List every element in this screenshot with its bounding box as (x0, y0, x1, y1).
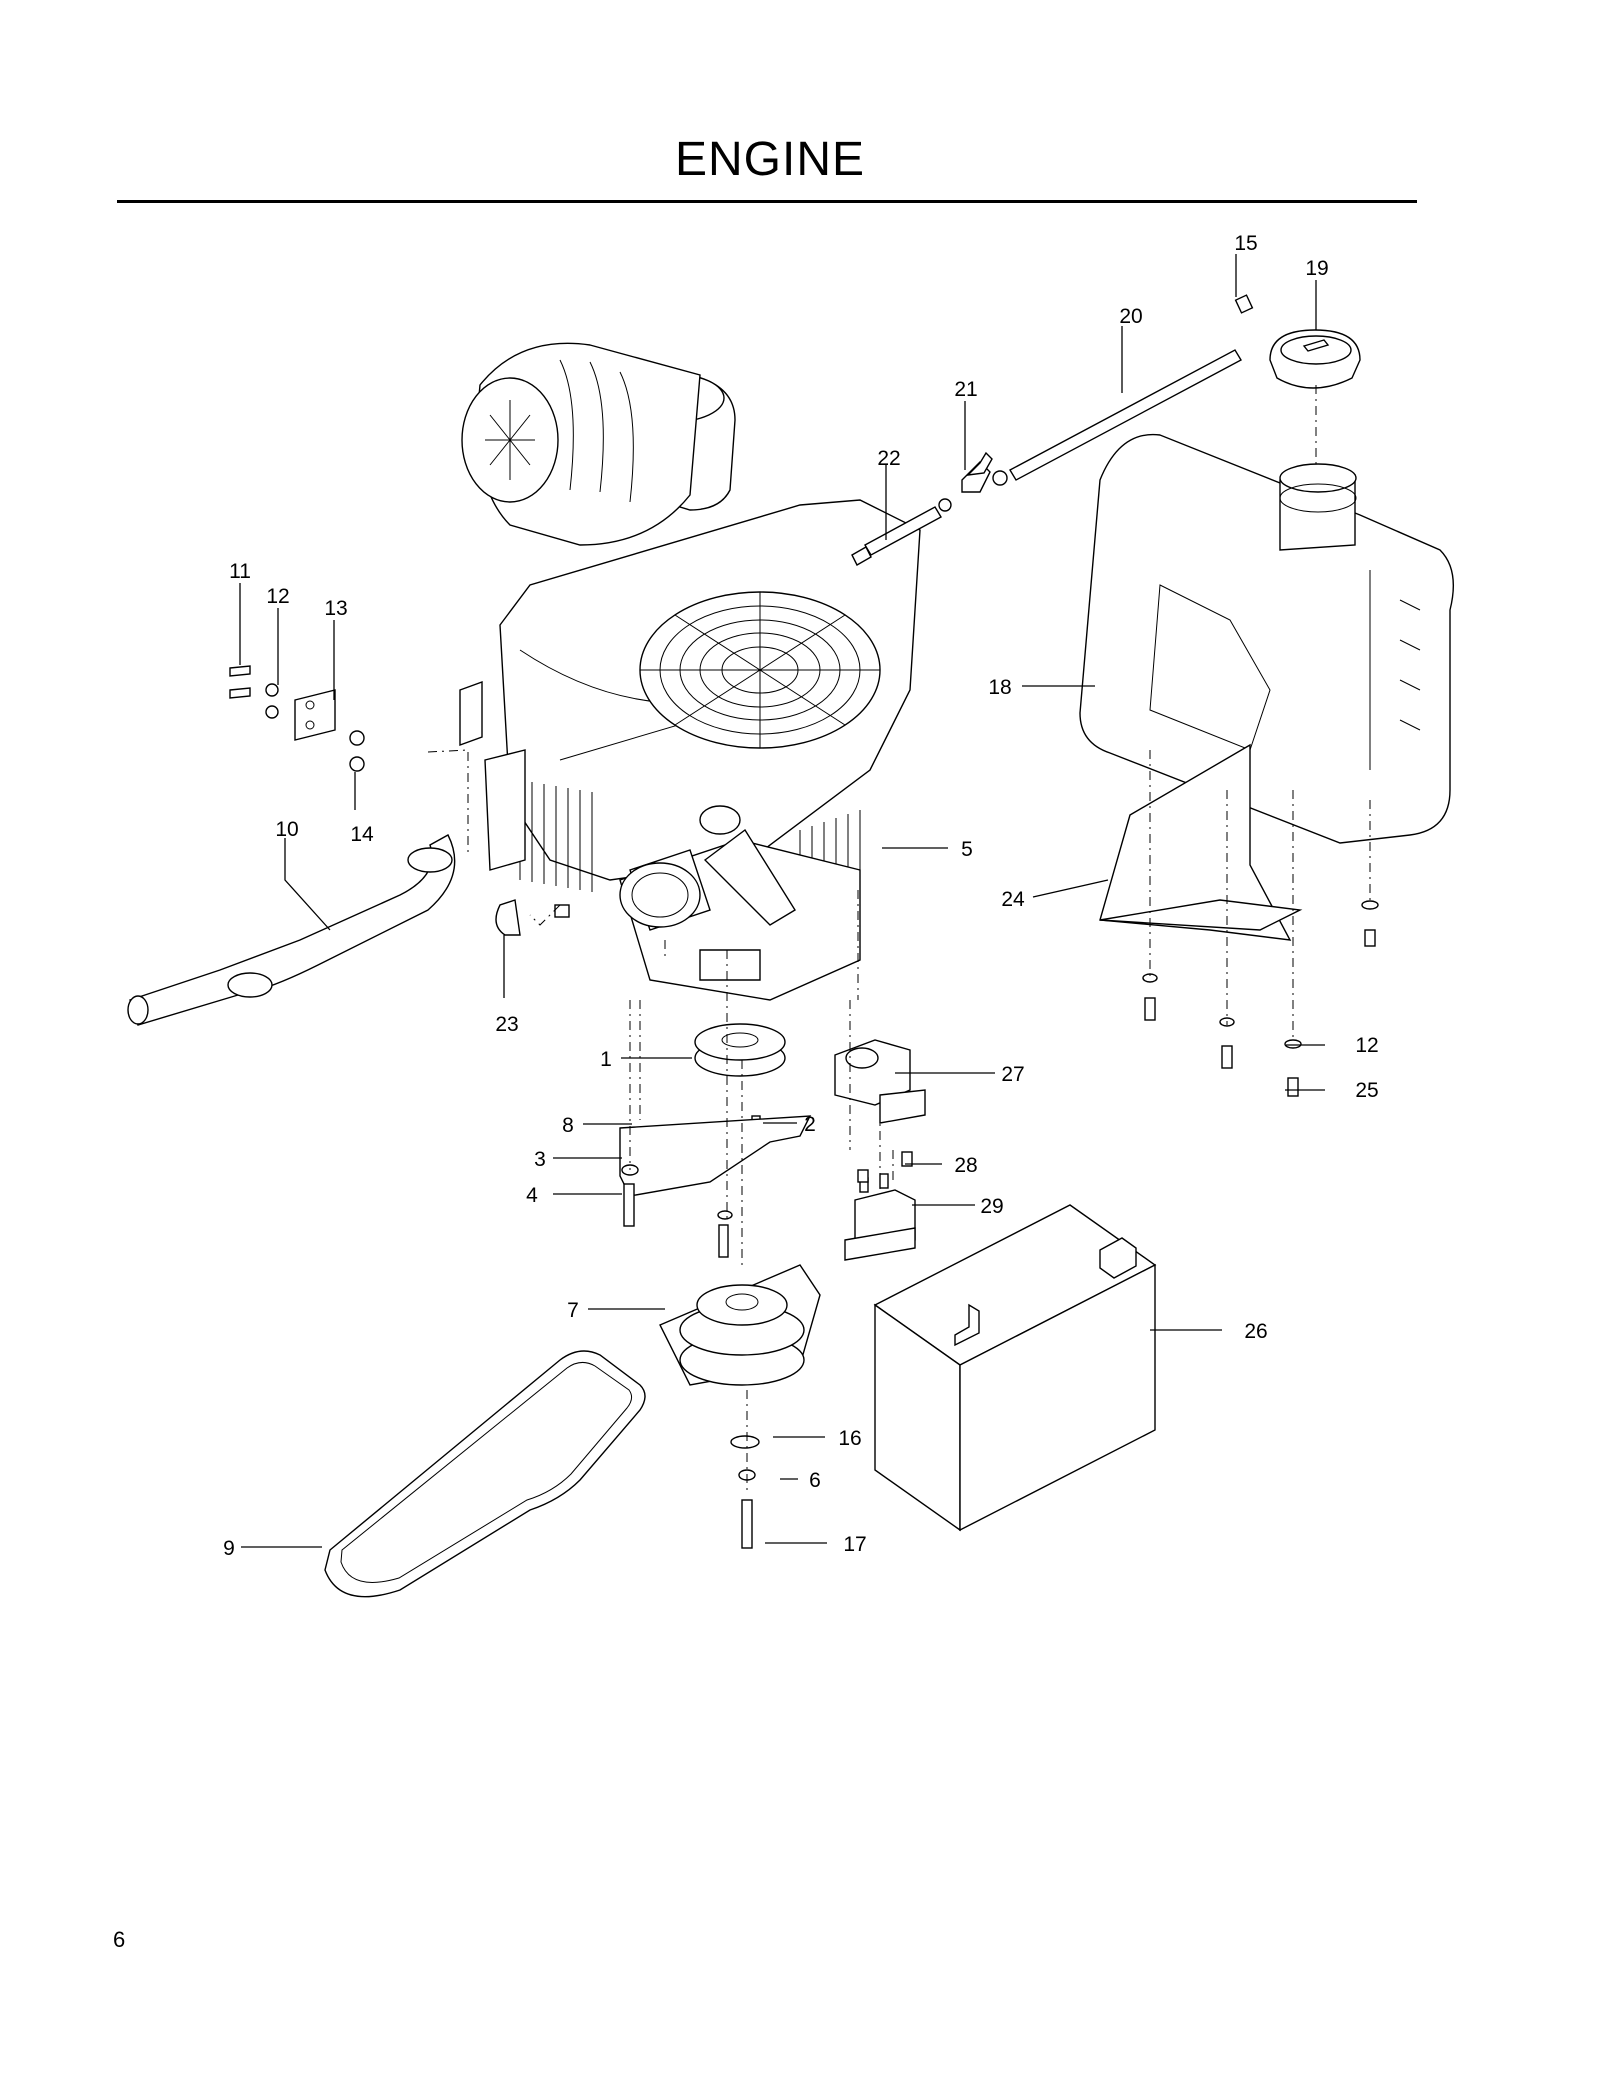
exhaust-pipe (127, 834, 456, 1026)
callout-13: 13 (324, 597, 347, 620)
callout-26: 26 (1244, 1320, 1267, 1343)
oil-filter (619, 849, 711, 931)
drive-belt (324, 1350, 646, 1598)
callout-14: 14 (350, 823, 374, 846)
callouts: 1 2 3 4 5 6 7 8 9 10 11 12 13 14 15 16 1… (223, 232, 1379, 1560)
callout-24: 24 (1001, 888, 1025, 911)
callout-23: 23 (495, 1013, 518, 1036)
callout-1: 1 (600, 1048, 612, 1071)
callout-5: 5 (961, 838, 973, 861)
fuel-cap (1269, 329, 1361, 389)
callout-21: 21 (954, 378, 977, 401)
callout-10: 10 (275, 818, 298, 841)
hydraulic-fitting (834, 1039, 926, 1124)
page-number: 6 (113, 1927, 126, 1952)
mount-bracket-group (229, 665, 365, 772)
clamp (495, 899, 570, 936)
callout-3: 3 (534, 1148, 546, 1171)
callout-19: 19 (1305, 257, 1328, 280)
air-cleaner (461, 342, 736, 546)
electric-clutch (659, 1264, 821, 1386)
page-title: ENGINE (674, 133, 866, 186)
callout-15: 15 (1234, 232, 1257, 255)
callout-17: 17 (843, 1533, 866, 1556)
title-rule (117, 200, 1417, 203)
flywheel-screen (639, 591, 881, 749)
callout-6: 6 (809, 1469, 821, 1492)
callout-11: 11 (229, 560, 251, 583)
fuel-lines (851, 294, 1254, 566)
callout-7: 7 (567, 1299, 579, 1322)
callout-9: 9 (223, 1537, 235, 1560)
callout-2: 2 (804, 1113, 816, 1136)
callout-22: 22 (877, 447, 900, 470)
fuel-tank (1079, 433, 1455, 844)
callout-20: 20 (1119, 305, 1142, 328)
leader-lines (239, 254, 1325, 1548)
engine-assembly (459, 342, 921, 1001)
battery (873, 1204, 1157, 1532)
callout-4: 4 (526, 1184, 538, 1207)
callout-8: 8 (562, 1114, 574, 1137)
clutch-bracket (619, 1115, 812, 1197)
callout-27: 27 (1001, 1063, 1024, 1086)
solenoid (844, 1151, 916, 1261)
pulley (694, 1023, 786, 1131)
callout-28: 28 (954, 1154, 977, 1177)
callout-29: 29 (980, 1195, 1003, 1218)
alignment-lines (427, 385, 1371, 1490)
callout-16: 16 (838, 1427, 861, 1450)
clutch-hardware (730, 1435, 760, 1549)
callout-18: 18 (988, 676, 1011, 699)
callout-12a: 12 (266, 585, 289, 608)
callout-12b: 12 (1355, 1034, 1378, 1057)
callout-25: 25 (1355, 1079, 1378, 1102)
